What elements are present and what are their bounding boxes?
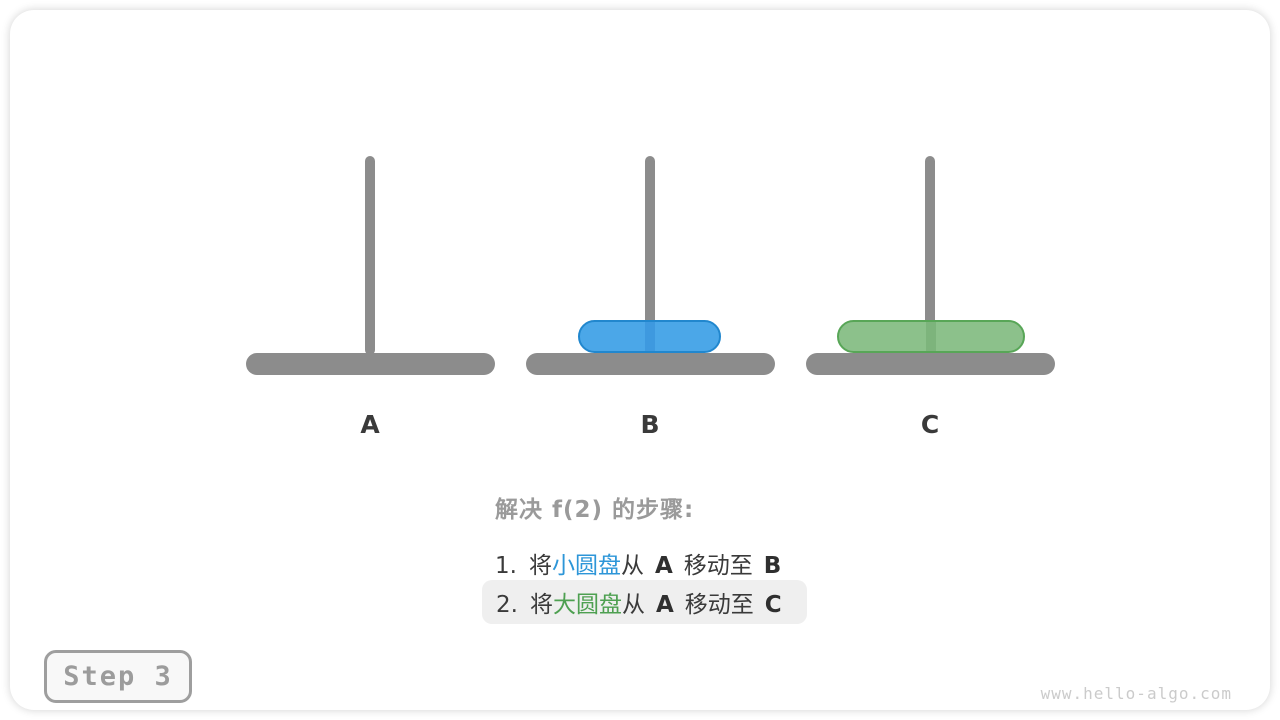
step-1-action-prefix: 将 <box>528 553 552 579</box>
step-1-disk-word: 小圆盘 <box>551 553 621 579</box>
step-2-action-prefix: 将 <box>529 592 553 618</box>
peg-a <box>365 156 375 355</box>
peg-b <box>645 156 655 355</box>
step-2-from-peg: A <box>655 592 674 618</box>
steps-heading: 解决 f(2) 的步骤: <box>495 497 695 523</box>
step-2-move-word: 移动至 <box>684 592 754 618</box>
step-1-from-word: 从 <box>620 553 644 579</box>
step-badge: Step 3 <box>44 650 192 703</box>
large-disk <box>837 320 1025 353</box>
site-url: www.hello-algo.com <box>1040 684 1232 703</box>
step-2-to-peg: C <box>764 592 782 618</box>
base-a <box>246 353 495 375</box>
step-2-disk-word: 大圆盘 <box>552 592 622 618</box>
step-1-to-peg: B <box>763 553 782 579</box>
tower-label-a: A <box>360 410 380 439</box>
tower-label-c: C <box>920 410 940 439</box>
base-c <box>806 353 1055 375</box>
step-1-from-peg: A <box>654 553 673 579</box>
step-2-number: 2. <box>496 592 518 618</box>
step-1-move-word: 移动至 <box>683 553 753 579</box>
step-1-number: 1. <box>495 553 517 579</box>
base-b <box>526 353 775 375</box>
tower-label-b: B <box>640 410 660 439</box>
step-2-from-word: 从 <box>621 592 645 618</box>
small-disk <box>578 320 721 353</box>
peg-c <box>925 156 935 355</box>
